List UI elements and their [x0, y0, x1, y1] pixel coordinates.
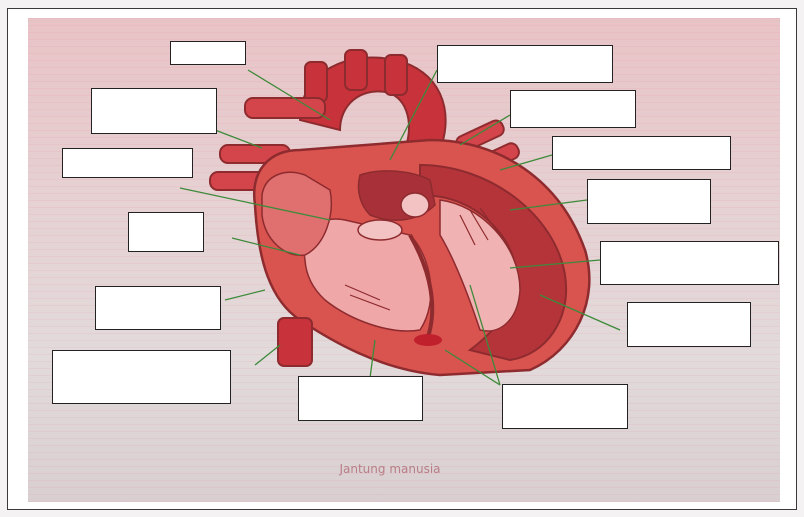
label-box-1[interactable]	[170, 41, 246, 65]
label-box-4[interactable]	[128, 212, 204, 252]
label-box-10[interactable]	[587, 179, 711, 224]
label-box-7[interactable]	[437, 45, 613, 83]
label-box-12[interactable]	[627, 302, 751, 347]
label-box-11[interactable]	[600, 241, 779, 285]
label-box-14[interactable]	[502, 384, 628, 429]
label-box-6[interactable]	[52, 350, 231, 404]
label-box-13[interactable]	[298, 376, 423, 421]
label-box-2[interactable]	[91, 88, 217, 134]
label-box-8[interactable]	[510, 90, 636, 128]
heart-body	[254, 140, 589, 375]
label-box-9[interactable]	[552, 136, 731, 170]
diagram-caption: Jantung manusia	[300, 462, 480, 476]
label-box-5[interactable]	[95, 286, 221, 330]
label-box-3[interactable]	[62, 148, 193, 178]
